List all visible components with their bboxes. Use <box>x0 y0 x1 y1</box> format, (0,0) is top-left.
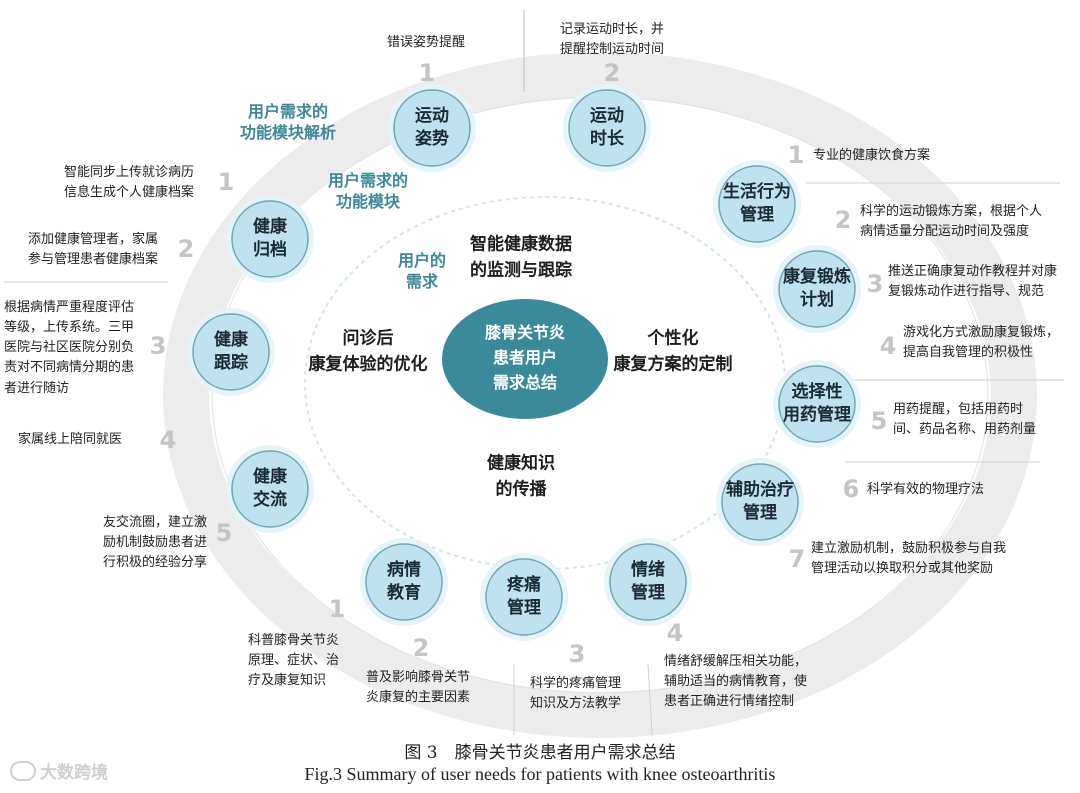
module-circle <box>778 365 856 443</box>
note-text: 家属线上陪同就医 <box>18 432 123 447</box>
note-text: 科普膝骨关节炎 原理、症状、治 疗及康复知识 <box>248 633 340 689</box>
module-circle <box>568 89 646 167</box>
note-text: 记录运动时长，并 提醒控制运动时间 <box>560 22 665 58</box>
note-number: 1 <box>217 168 235 196</box>
need-data-monitoring: 智能健康数据 的监测与跟踪 <box>470 234 572 281</box>
note-text: 友交流圈，建立激 励机制鼓励患者进 行积极的经验分享 <box>103 515 208 571</box>
note-text: 错误姿势提醒 <box>387 35 466 50</box>
center-ellipse <box>442 299 608 419</box>
need-followup-experience: 问诊后 康复体验的优化 <box>308 328 428 375</box>
note-number: 7 <box>788 545 806 573</box>
note-text: 科学的疼痛管理 知识及方法教学 <box>530 676 622 712</box>
note-number: 2 <box>177 235 195 263</box>
outer-ring-band <box>163 52 1037 738</box>
note-number: 1 <box>328 595 346 623</box>
note-text: 添加健康管理者，家属 参与管理患者健康档案 <box>28 232 159 268</box>
module-circle <box>721 463 799 541</box>
caption-chinese: 图 3 膝骨关节炎患者用户需求总结 <box>404 743 676 763</box>
module-circle <box>192 313 270 391</box>
module-circle <box>609 543 687 621</box>
module-circle <box>365 543 443 621</box>
watermark-logo-icon <box>10 761 36 781</box>
note-text: 建立激励机制，鼓励积极参与自我 管理活动以换取积分或其他奖励 <box>811 541 1007 577</box>
note-text: 推送正确康复动作教程并对康 复锻炼动作进行指导、规范 <box>888 264 1058 300</box>
note-number: 1 <box>787 141 805 169</box>
outer-ring-title: 用户需求的 功能模块解析 <box>239 102 337 142</box>
note-number: 2 <box>834 206 852 234</box>
module-circle <box>231 200 309 278</box>
need-knowledge-spread: 健康知识 的传播 <box>487 453 555 500</box>
note-number: 4 <box>159 426 177 454</box>
note-number: 2 <box>412 634 430 662</box>
note-text: 科学的运动锻炼方案，根据个人 病情适量分配运动时间及强度 <box>860 204 1043 240</box>
note-text: 游戏化方式激励康复锻炼， 提高自我管理的积极性 <box>903 325 1060 361</box>
caption-english: Fig.3 Summary of user needs for patients… <box>304 764 776 784</box>
note-number: 3 <box>568 640 586 668</box>
note-text: 根据病情严重程度评估 等级，上传系统。三甲 医院与社区医院分别负 责对不同病情分… <box>4 300 135 396</box>
center-title: 膝骨关节炎 患者用户 需求总结 <box>484 322 566 392</box>
note-text: 用药提醒，包括用药时 间、药品名称、用药剂量 <box>893 402 1037 438</box>
note-text: 普及影响膝骨关节 炎康复的主要因素 <box>366 670 471 706</box>
note-text: 情绪舒缓解压相关功能， 辅助适当的病情教育，使 患者正确进行情绪控制 <box>664 654 808 710</box>
module-circle <box>393 89 471 167</box>
note-text: 智能同步上传就诊病历 信息生成个人健康档案 <box>64 165 195 201</box>
module-circle <box>485 558 563 636</box>
divider-bottom-2 <box>647 663 653 736</box>
watermark: 大数跨境 <box>10 758 108 783</box>
note-number: 4 <box>666 619 684 647</box>
module-circle <box>231 450 309 528</box>
note-number: 3 <box>149 332 167 360</box>
note-number: 5 <box>215 519 233 547</box>
note-number: 6 <box>842 475 860 503</box>
note-number: 5 <box>870 407 888 435</box>
note-number: 2 <box>603 59 621 87</box>
middle-ring-title: 用户需求的 功能模块 <box>327 171 409 211</box>
inner-ring-title: 用户的 需求 <box>397 251 447 291</box>
note-text: 科学有效的物理疗法 <box>867 482 985 497</box>
note-text: 专业的健康饮食方案 <box>813 148 931 163</box>
module-circle <box>718 165 796 243</box>
watermark-text: 大数跨境 <box>40 763 108 783</box>
module-circle <box>778 250 856 328</box>
note-number: 1 <box>418 59 436 87</box>
note-number: 3 <box>866 270 884 298</box>
need-personalized-plan: 个性化 康复方案的定制 <box>613 328 733 375</box>
note-number: 4 <box>879 332 897 360</box>
